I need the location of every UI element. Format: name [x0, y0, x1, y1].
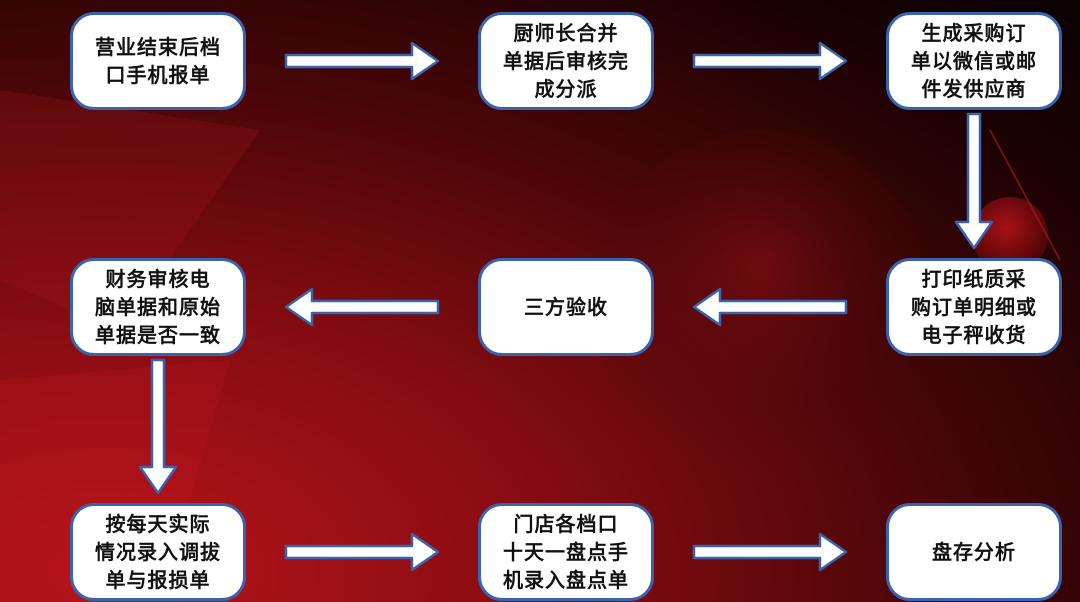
node-n6: 财务审核电脑单据和原始单据是否一致 [70, 258, 246, 356]
node-label-line: 脑单据和原始 [95, 295, 221, 319]
node-n4: 打印纸质采购订单明细或电子秤收货 [886, 258, 1062, 356]
node-n7: 按每天实际情况录入调拔单与报损单 [70, 503, 246, 601]
node-label-line: 购订单明细或 [911, 295, 1037, 319]
node-label-line: 情况录入调拔 [95, 540, 221, 564]
node-label: 打印纸质采购订单明细或电子秤收货 [911, 265, 1037, 349]
flow-arrow [692, 532, 848, 572]
node-label: 按每天实际情况录入调拔单与报损单 [95, 510, 221, 594]
node-n8: 门店各档口十天一盘点手机录入盘点单 [478, 503, 654, 601]
node-label: 营业结束后档口手机报单 [95, 33, 221, 89]
node-label: 门店各档口十天一盘点手机录入盘点单 [503, 510, 629, 594]
background-small-orb [972, 197, 1048, 273]
node-label-line: 件发供应商 [921, 77, 1027, 101]
node-label-line: 机录入盘点单 [503, 568, 629, 592]
node-label-line: 盘存分析 [932, 540, 1016, 564]
background-shard [0, 90, 260, 330]
flow-arrow [284, 532, 440, 572]
node-label-line: 单与报损单 [105, 568, 211, 592]
background-line [989, 129, 1061, 261]
node-label: 盘存分析 [932, 538, 1016, 566]
flow-arrow [284, 41, 440, 81]
node-label-line: 单以微信或邮 [911, 49, 1037, 73]
node-label: 生成采购订单以微信或邮件发供应商 [911, 19, 1037, 103]
node-label-line: 门店各档口 [513, 512, 619, 536]
node-n5: 三方验收 [478, 258, 654, 356]
node-n2: 厨师长合并单据后审核完成分派 [478, 12, 654, 110]
node-label-line: 电子秤收货 [921, 323, 1027, 347]
node-label-line: 按每天实际 [105, 512, 211, 536]
node-label-line: 三方验收 [524, 295, 608, 319]
flow-arrow [692, 287, 848, 327]
node-label-line: 财务审核电 [105, 267, 211, 291]
flow-arrow [138, 358, 178, 495]
node-label-line: 营业结束后档 [95, 35, 221, 59]
node-label-line: 厨师长合并 [513, 21, 619, 45]
node-label: 财务审核电脑单据和原始单据是否一致 [95, 265, 221, 349]
node-label-line: 成分派 [534, 77, 598, 101]
flow-arrow [954, 112, 994, 250]
flow-arrow [692, 41, 848, 81]
node-n9: 盘存分析 [886, 503, 1062, 601]
node-label-line: 单据后审核完 [503, 49, 629, 73]
node-label-line: 打印纸质采 [921, 267, 1027, 291]
flow-arrow [284, 287, 440, 327]
node-label: 厨师长合并单据后审核完成分派 [503, 19, 629, 103]
node-n1: 营业结束后档口手机报单 [70, 12, 246, 110]
node-n3: 生成采购订单以微信或邮件发供应商 [886, 12, 1062, 110]
node-label-line: 单据是否一致 [95, 323, 221, 347]
node-label-line: 生成采购订 [921, 21, 1027, 45]
node-label: 三方验收 [524, 293, 608, 321]
node-label-line: 十天一盘点手 [503, 540, 629, 564]
node-label-line: 口手机报单 [105, 63, 211, 87]
